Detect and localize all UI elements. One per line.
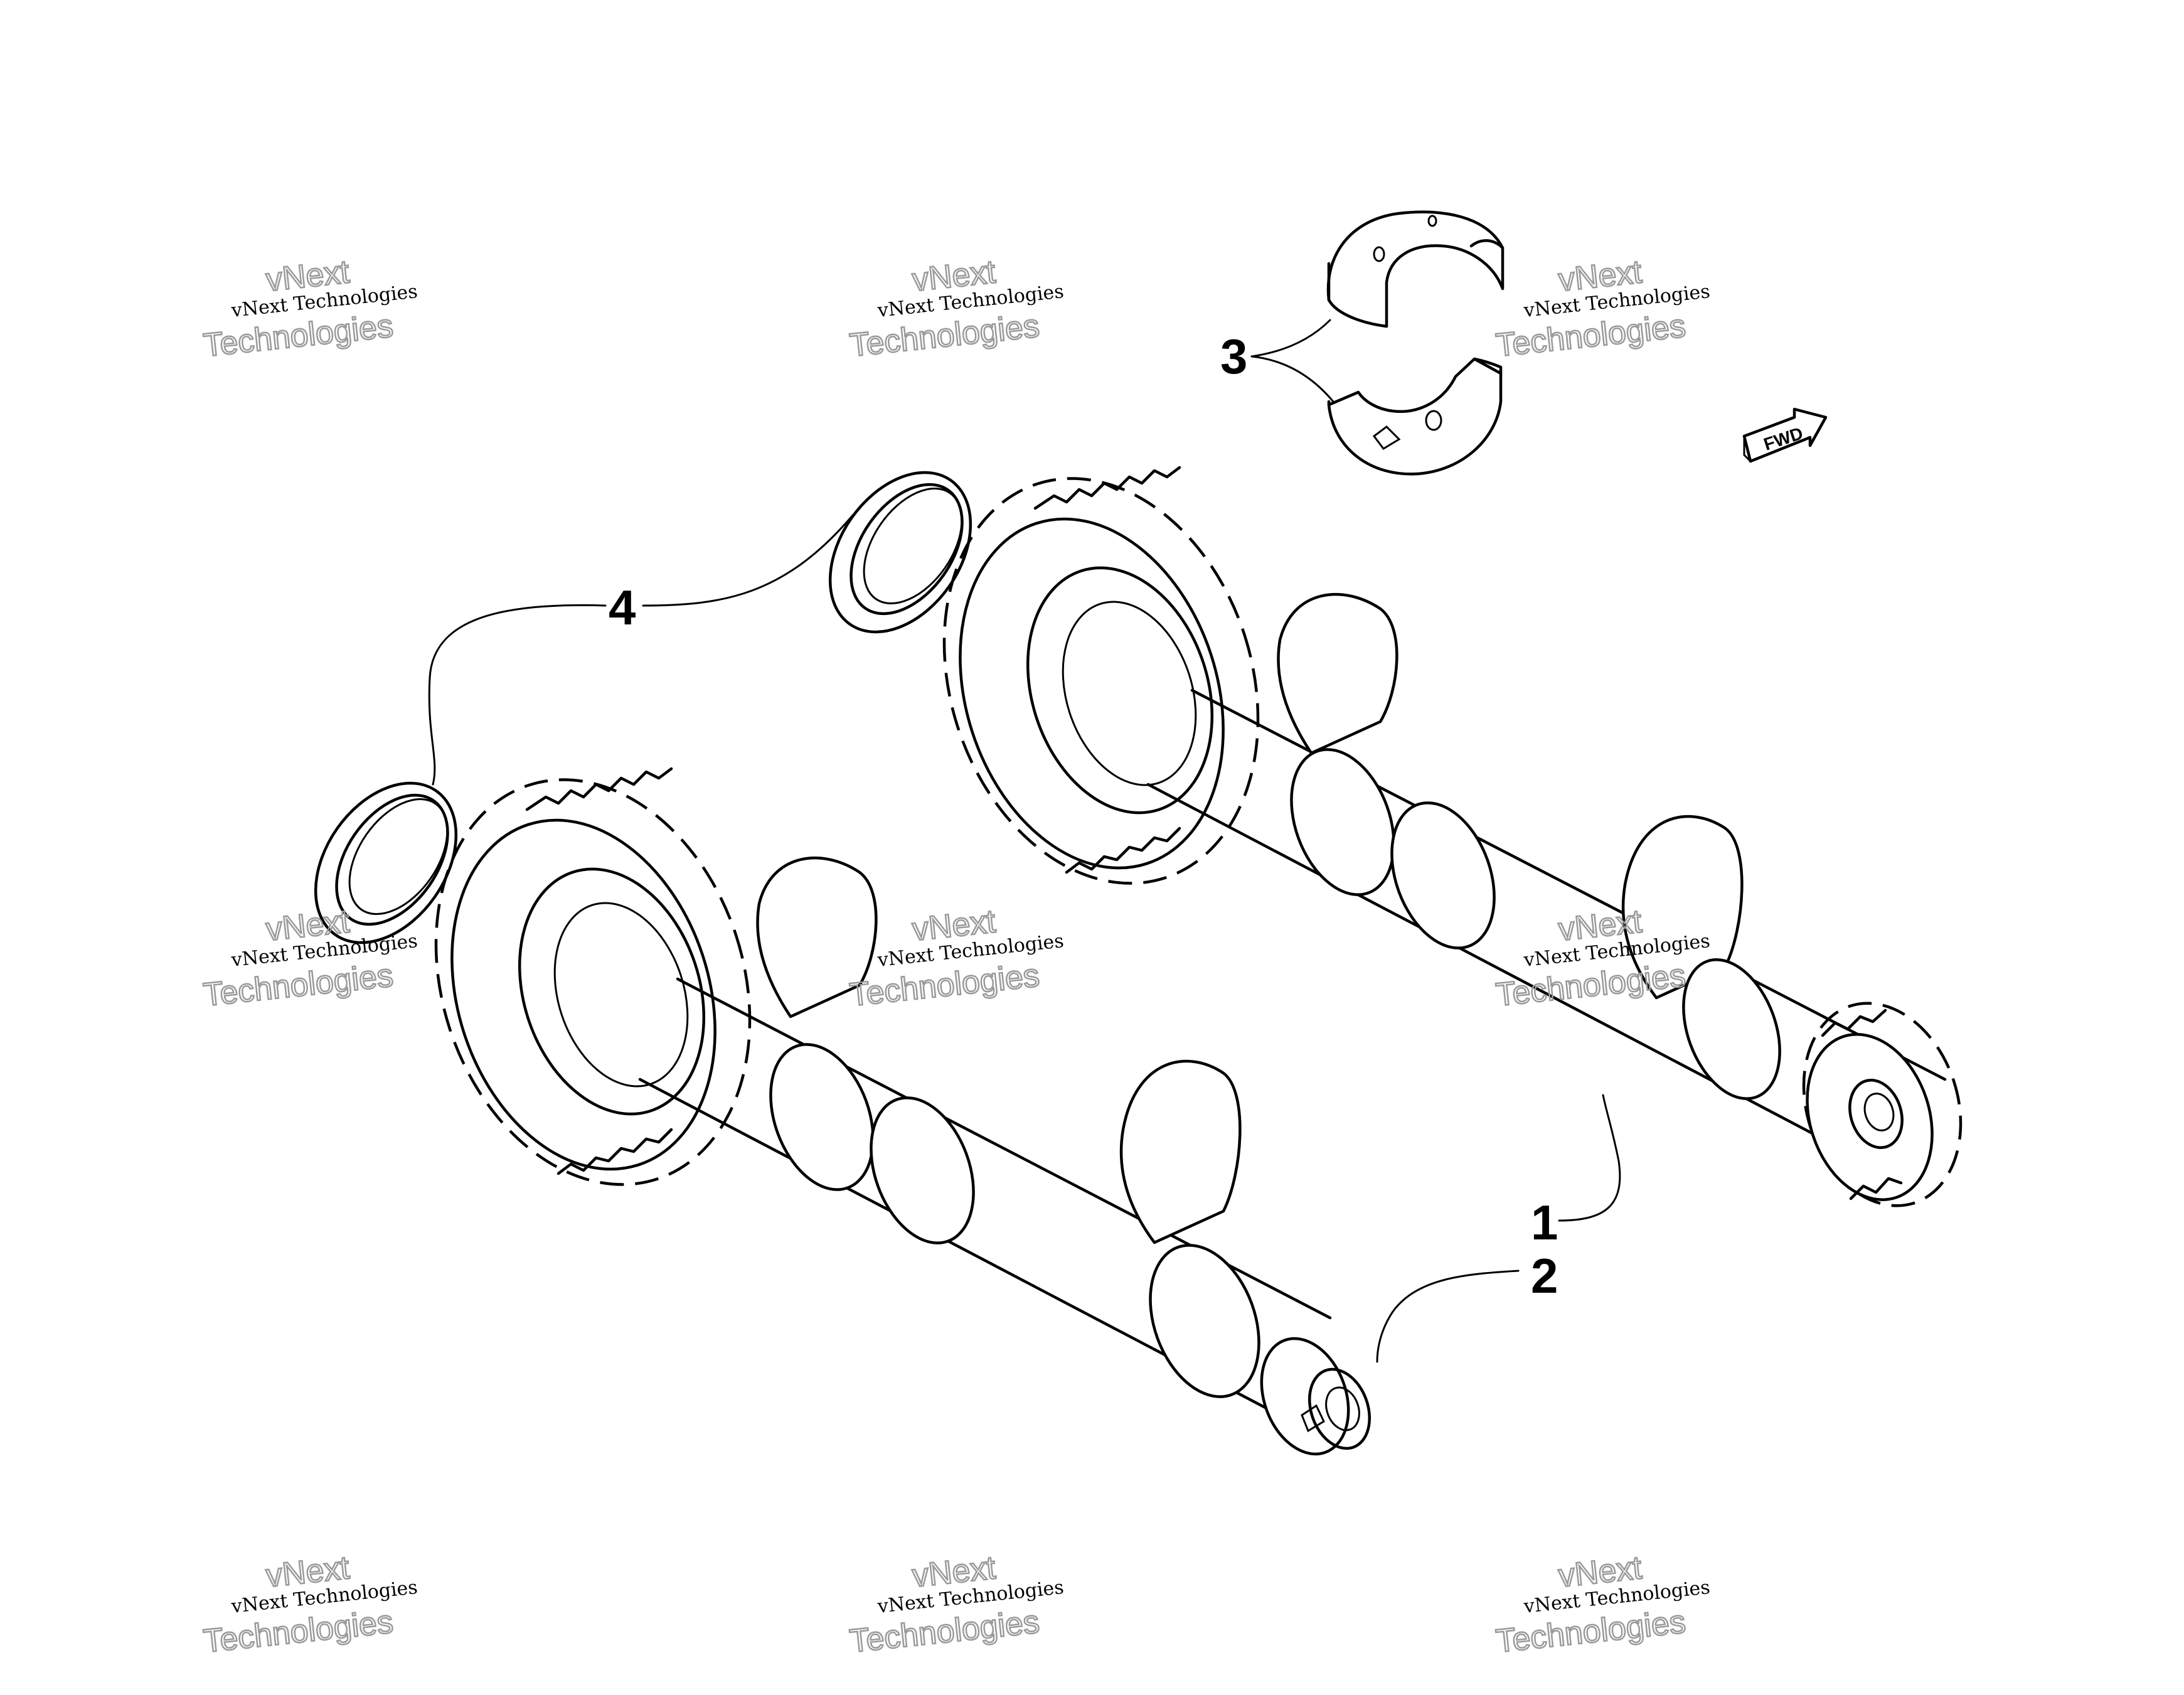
fwd-arrow-icon xyxy=(1742,407,1828,463)
watermark-text: Technologies xyxy=(848,957,1041,1013)
seal-ring-lower xyxy=(314,781,458,944)
watermark-text: Technologies xyxy=(848,307,1041,363)
watermark-text: Technologies xyxy=(1494,307,1688,363)
watermark-text: Technologies xyxy=(202,957,395,1013)
leader-lines xyxy=(428,319,1621,1363)
callout-4: 4 xyxy=(609,580,636,635)
watermark-grid: vNext Technologies vNext Technologies vN… xyxy=(201,253,1711,1660)
callout-2: 2 xyxy=(1531,1248,1558,1303)
seal-ring-upper xyxy=(828,471,972,634)
callout-3: 3 xyxy=(1220,329,1247,384)
bearing-shells xyxy=(1326,210,1505,476)
watermark-text: Technologies xyxy=(1494,957,1688,1013)
watermark-text: Technologies xyxy=(1494,1603,1688,1659)
camshaft-upper xyxy=(942,466,1963,1207)
watermark-text: Technologies xyxy=(202,1603,395,1659)
watermark-text: Technologies xyxy=(848,1603,1041,1659)
watermark-text: Technologies xyxy=(202,307,395,363)
camshaft-lower xyxy=(434,767,1372,1456)
callout-1: 1 xyxy=(1531,1195,1558,1250)
